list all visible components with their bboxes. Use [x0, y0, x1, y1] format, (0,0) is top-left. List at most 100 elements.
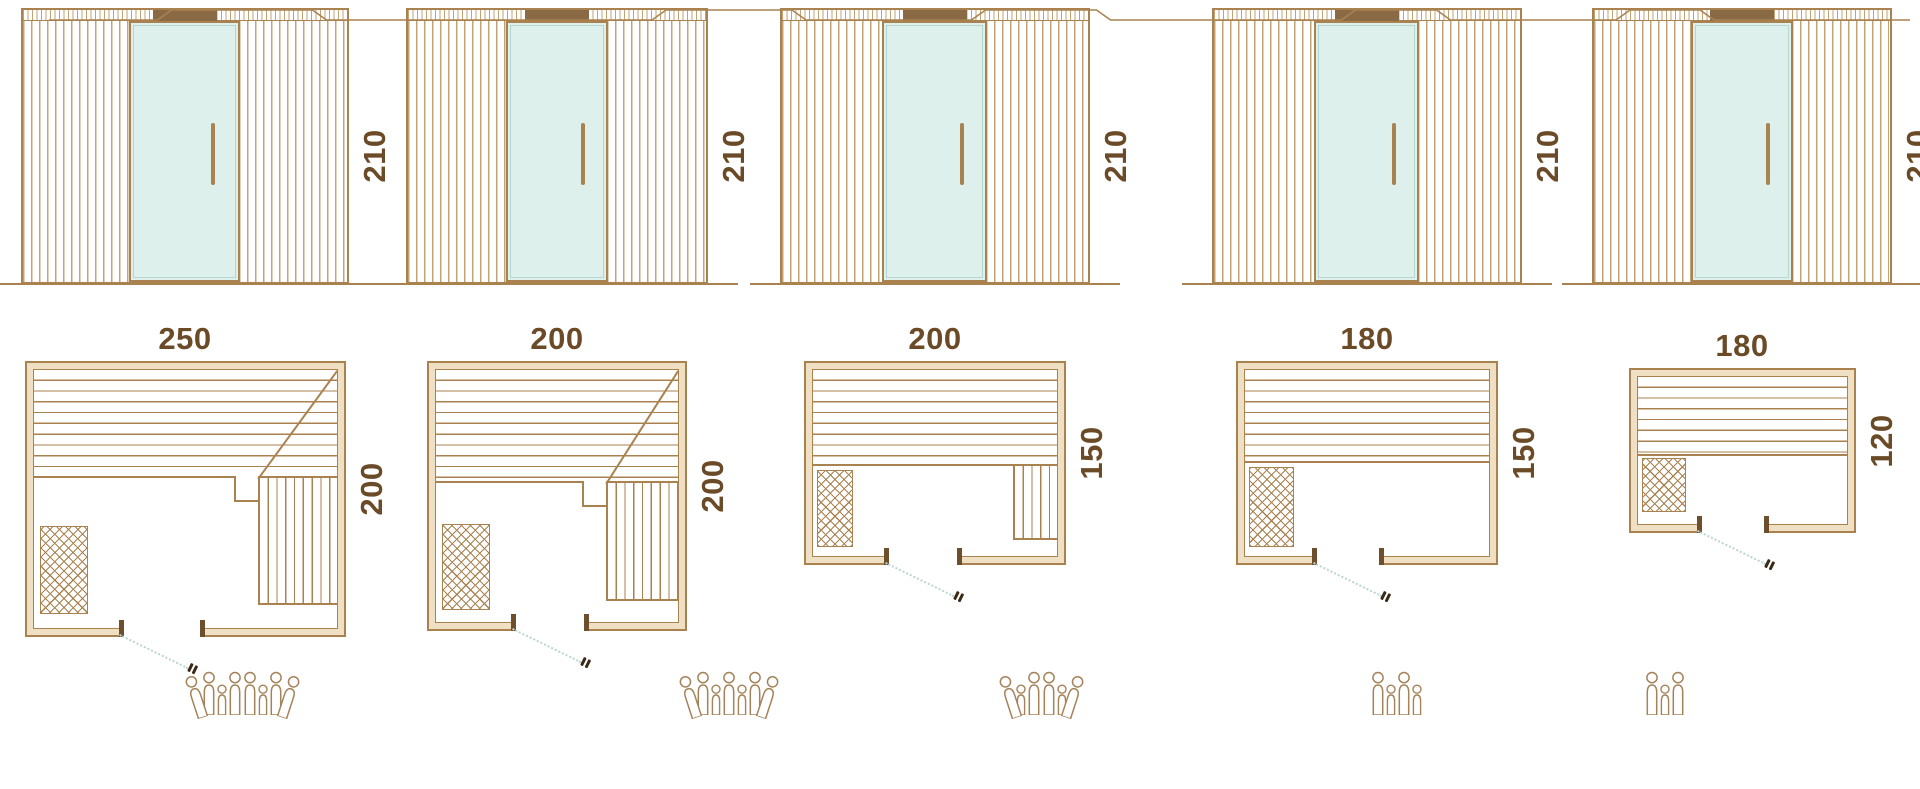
door-jamb-left — [884, 547, 889, 565]
elevation-front-view — [1592, 8, 1892, 284]
door-jamb-right — [200, 619, 205, 637]
floor-line — [1562, 283, 1920, 286]
elevation-front-view — [21, 8, 349, 284]
swing-mark-tick-2 — [584, 659, 591, 669]
wood-slat-panel-left — [1214, 21, 1315, 282]
heater — [442, 524, 490, 610]
sauna-column-4: 210 180 150 — [1182, 0, 1565, 789]
door-swing-mark — [576, 655, 595, 674]
wood-slat-panel-right — [607, 21, 705, 282]
height-dimension-label: 210 — [1900, 129, 1920, 183]
elevation-front-view — [406, 8, 708, 284]
wood-slat-panel-left — [408, 21, 507, 282]
person-icon — [711, 684, 721, 715]
heater — [40, 526, 88, 614]
person-icon — [737, 684, 747, 715]
door-swing-line — [1697, 530, 1767, 566]
door-opening — [884, 547, 962, 566]
people-group-2 — [679, 671, 779, 720]
roof-vent-block — [153, 10, 217, 21]
people-group-1 — [185, 671, 300, 720]
person-icon — [999, 675, 1023, 720]
person-icon — [1028, 671, 1040, 715]
main-bench — [1245, 370, 1489, 463]
person-icon — [258, 684, 268, 715]
depth-dimension-label: 200 — [695, 459, 730, 513]
door-handle-icon — [1392, 123, 1396, 185]
elevation-front-view — [780, 8, 1090, 284]
elevation-front-view — [1212, 8, 1522, 284]
floor-line — [376, 283, 738, 286]
side-bench — [1013, 464, 1057, 540]
person-icon — [185, 675, 209, 720]
height-dimension-label: 210 — [1098, 129, 1133, 183]
door-swing-line — [885, 562, 955, 598]
person-icon — [244, 671, 256, 715]
door-swing-line — [512, 628, 582, 664]
wood-slat-panel-right — [986, 21, 1087, 282]
person-icon — [1660, 684, 1670, 715]
person-icon — [229, 671, 241, 715]
plan-interior — [33, 369, 338, 629]
side-bench — [606, 481, 678, 601]
door-opening — [511, 613, 589, 632]
main-bench — [813, 370, 1057, 466]
main-bench — [436, 370, 678, 483]
door-jamb-right — [1764, 515, 1769, 533]
glass-pane — [886, 25, 983, 278]
width-dimension-label: 200 — [530, 321, 584, 356]
door-opening — [1312, 547, 1384, 566]
roof-vent-block — [903, 10, 967, 21]
height-dimension-label: 210 — [1530, 129, 1565, 183]
glass-door — [506, 21, 608, 282]
glass-pane — [1318, 25, 1415, 278]
swing-mark-tick-2 — [1384, 593, 1391, 603]
person-icon — [679, 675, 703, 720]
plan-top-view — [25, 361, 346, 638]
door-jamb-left — [1697, 515, 1702, 533]
main-bench — [34, 370, 337, 478]
height-dimension-label: 210 — [716, 129, 751, 183]
width-dimension-label: 180 — [1340, 321, 1394, 356]
plan-interior — [812, 369, 1058, 557]
plan-interior — [1637, 376, 1848, 525]
person-icon — [276, 675, 300, 720]
door-jamb-left — [119, 619, 124, 637]
person-icon — [697, 671, 709, 715]
wood-slat-panel-left — [782, 21, 883, 282]
plan-top-view — [804, 361, 1066, 566]
person-icon — [203, 671, 215, 715]
bench-step — [582, 481, 606, 507]
glass-door — [1691, 21, 1793, 282]
door-handle-icon — [960, 123, 964, 185]
person-icon — [217, 684, 227, 715]
swing-mark-tick-2 — [1768, 561, 1775, 571]
door-swing-line — [119, 634, 189, 670]
floor-line — [750, 283, 1120, 286]
plan-top-view — [427, 361, 687, 632]
glass-door — [1314, 21, 1419, 282]
glass-door — [882, 21, 987, 282]
person-icon — [1043, 671, 1055, 715]
roof-vent-block — [1710, 10, 1774, 21]
main-bench — [1638, 377, 1847, 456]
door-jamb-left — [511, 613, 516, 631]
door-jamb-right — [957, 547, 962, 565]
person-icon — [1672, 671, 1684, 715]
people-group-4 — [1369, 671, 1424, 715]
glass-pane — [1695, 25, 1789, 278]
plan-top-view — [1236, 361, 1498, 566]
width-dimension-label: 180 — [1715, 328, 1769, 363]
depth-dimension-label: 150 — [1506, 426, 1541, 480]
roof-vent-block — [1335, 10, 1399, 21]
person-icon — [749, 671, 761, 715]
door-jamb-right — [584, 613, 589, 631]
door-jamb-left — [1312, 547, 1317, 565]
person-icon — [723, 671, 735, 715]
roof-vent-block — [525, 10, 589, 21]
heater — [817, 470, 853, 547]
plan-interior — [1244, 369, 1490, 557]
